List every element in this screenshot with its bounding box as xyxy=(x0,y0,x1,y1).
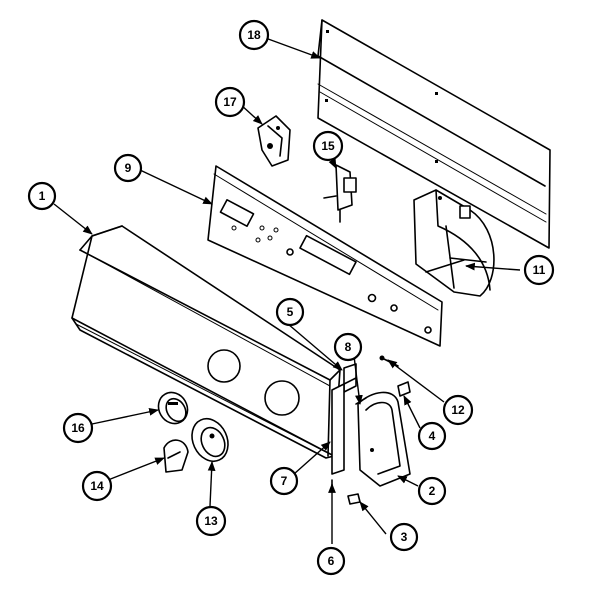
svg-text:2: 2 xyxy=(429,484,436,498)
part-2-latch-assembly xyxy=(355,391,411,487)
svg-text:12: 12 xyxy=(451,403,465,417)
callout-12: 12 xyxy=(442,394,474,426)
svg-text:3: 3 xyxy=(401,530,408,544)
callout-7: 7 xyxy=(269,466,299,496)
callout-4: 4 xyxy=(417,421,447,451)
callout-1: 1 xyxy=(27,181,57,211)
svg-text:11: 11 xyxy=(533,263,546,277)
part-3-screw xyxy=(347,493,361,505)
svg-text:17: 17 xyxy=(223,95,237,109)
callout-16: 16 xyxy=(62,412,94,444)
callout-5: 5 xyxy=(275,297,305,327)
part-5-strip xyxy=(331,363,357,475)
callout-13: 13 xyxy=(195,505,227,537)
callout-3: 3 xyxy=(389,522,419,552)
callout-14: 14 xyxy=(81,470,113,502)
callout-9: 9 xyxy=(113,153,143,183)
callout-18: 18 xyxy=(238,19,270,51)
part-17-bracket xyxy=(257,115,291,167)
svg-text:13: 13 xyxy=(204,514,218,528)
part-4-clip xyxy=(397,381,411,397)
leader-lines xyxy=(53,35,521,544)
svg-text:15: 15 xyxy=(321,139,335,153)
svg-text:16: 16 xyxy=(71,421,85,435)
svg-text:8: 8 xyxy=(345,340,352,354)
part-9-control-bracket xyxy=(207,165,443,347)
part-14-knob xyxy=(163,439,189,473)
callout-17: 17 xyxy=(214,86,246,118)
svg-text:5: 5 xyxy=(287,305,294,319)
callout-11: 11 xyxy=(523,254,555,286)
svg-text:14: 14 xyxy=(90,479,104,493)
callout-6: 6 xyxy=(316,546,346,576)
svg-text:7: 7 xyxy=(281,474,288,488)
svg-text:1: 1 xyxy=(39,189,46,203)
svg-text:4: 4 xyxy=(429,429,436,443)
part-16-knob xyxy=(157,391,189,425)
svg-text:18: 18 xyxy=(247,28,261,42)
part-13-dial xyxy=(191,418,229,462)
callout-15: 15 xyxy=(312,130,344,162)
svg-text:9: 9 xyxy=(125,161,132,175)
callout-8: 8 xyxy=(333,332,363,362)
svg-text:6: 6 xyxy=(328,554,335,568)
callout-2: 2 xyxy=(417,476,447,506)
part-15-switch xyxy=(323,164,357,223)
